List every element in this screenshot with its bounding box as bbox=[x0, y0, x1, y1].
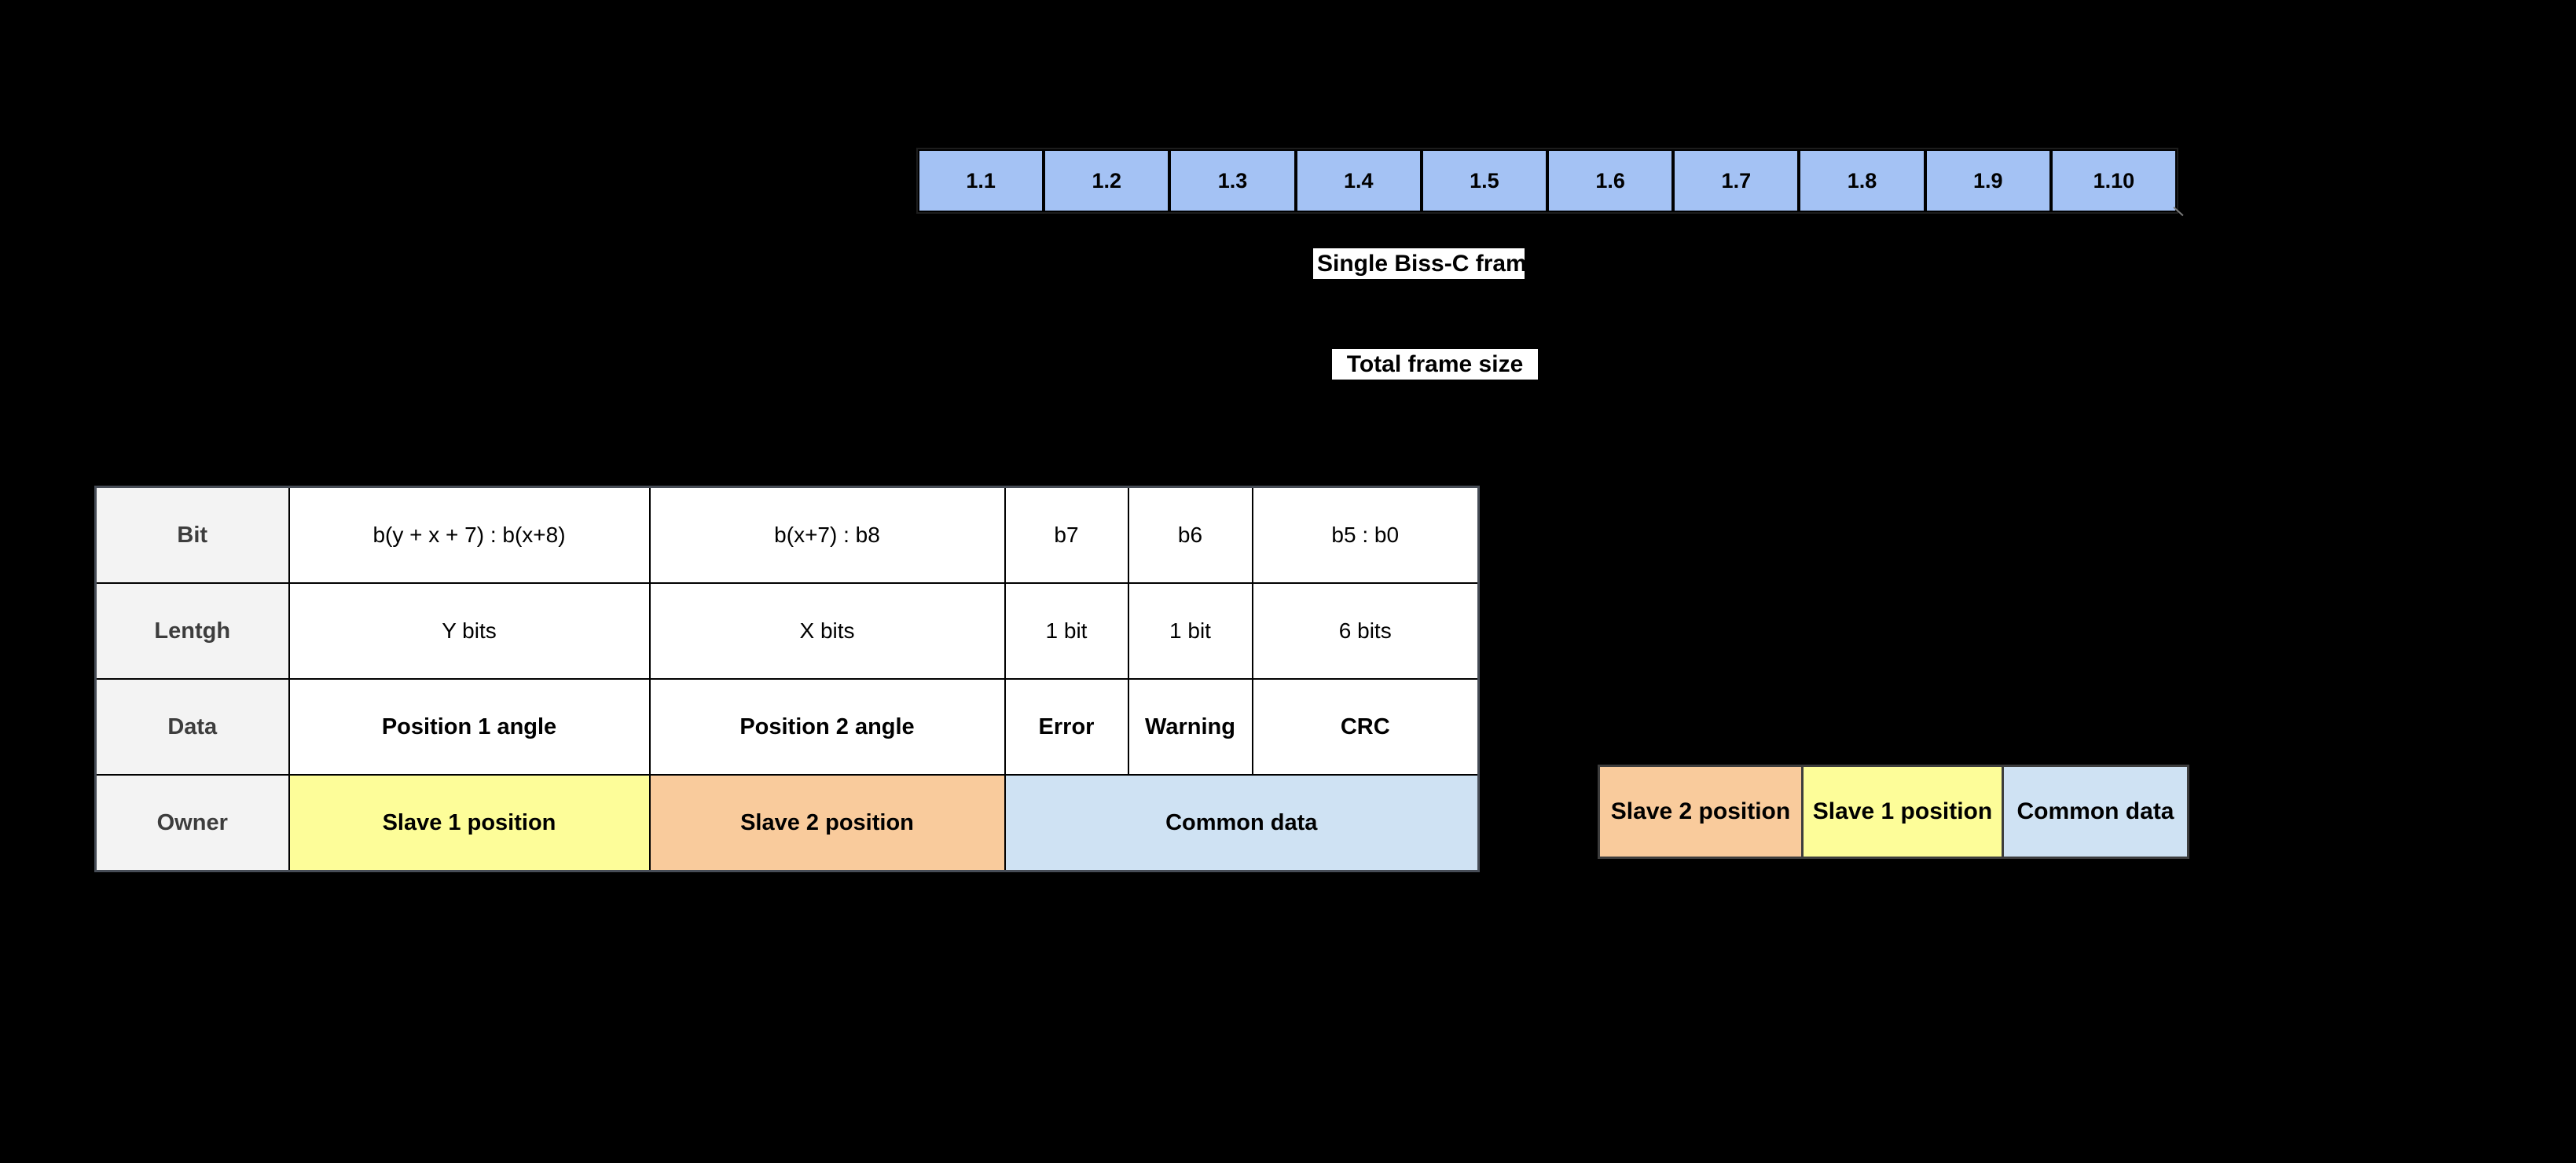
frame-cell-1-9: 1.9 bbox=[1925, 149, 2051, 212]
cell-length-pos2: X bits bbox=[648, 582, 1006, 680]
legend-common-data: Common data bbox=[2002, 765, 2189, 859]
owner-legend: Slave 2 position Slave 1 position Common… bbox=[1598, 765, 2189, 859]
cell-bit-error: b7 bbox=[1004, 486, 1129, 584]
total-frame-size-label: Total frame size bbox=[1332, 349, 1538, 380]
legend-slave1-position: Slave 1 position bbox=[1801, 765, 2004, 859]
table-row-length: Lentgh Y bits X bits 1 bit 1 bit 6 bits bbox=[94, 582, 1480, 680]
cell-data-warning: Warning bbox=[1127, 678, 1253, 776]
cell-bit-warning: b6 bbox=[1127, 486, 1253, 584]
frame-cell-1-3: 1.3 bbox=[1169, 149, 1296, 212]
biss-frame-row: 1.1 1.2 1.3 1.4 1.5 1.6 1.7 1.8 1.9 1.10 bbox=[916, 148, 2178, 214]
row-header-data: Data bbox=[94, 678, 290, 776]
cell-owner-slave2: Slave 2 position bbox=[648, 774, 1006, 872]
table-row-bit: Bit b(y + x + 7) : b(x+8) b(x+7) : b8 b7… bbox=[94, 486, 1480, 584]
frame-cell-1-8: 1.8 bbox=[1799, 149, 1925, 212]
cell-data-error: Error bbox=[1004, 678, 1129, 776]
table-row-owner: Owner Slave 1 position Slave 2 position … bbox=[94, 774, 1480, 872]
frame-cell-1-5: 1.5 bbox=[1421, 149, 1548, 212]
frame-cell-1-4: 1.4 bbox=[1295, 149, 1422, 212]
cell-data-crc: CRC bbox=[1251, 678, 1480, 776]
cell-bit-pos1: b(y + x + 7) : b(x+8) bbox=[288, 486, 651, 584]
cell-length-error: 1 bit bbox=[1004, 582, 1129, 680]
cell-length-crc: 6 bits bbox=[1251, 582, 1480, 680]
frame-cell-1-1: 1.1 bbox=[918, 149, 1044, 212]
frame-cell-1-6: 1.6 bbox=[1547, 149, 1674, 212]
cell-bit-crc: b5 : b0 bbox=[1251, 486, 1480, 584]
frame-cell-1-2: 1.2 bbox=[1044, 149, 1170, 212]
row-header-length: Lentgh bbox=[94, 582, 290, 680]
frame-cell-1-7: 1.7 bbox=[1673, 149, 1800, 212]
cell-length-pos1: Y bits bbox=[288, 582, 651, 680]
cell-data-pos2: Position 2 angle bbox=[648, 678, 1006, 776]
single-frame-label: Single Biss-C frame bbox=[1313, 248, 1525, 279]
row-header-owner: Owner bbox=[94, 774, 290, 872]
frame-structure-table: Bit b(y + x + 7) : b(x+8) b(x+7) : b8 b7… bbox=[94, 486, 1480, 872]
cell-bit-pos2: b(x+7) : b8 bbox=[648, 486, 1006, 584]
table-row-data: Data Position 1 angle Position 2 angle E… bbox=[94, 678, 1480, 776]
cell-owner-slave1: Slave 1 position bbox=[288, 774, 651, 872]
row-header-bit: Bit bbox=[94, 486, 290, 584]
cell-owner-common: Common data bbox=[1004, 774, 1480, 872]
cell-data-pos1: Position 1 angle bbox=[288, 678, 651, 776]
legend-slave2-position: Slave 2 position bbox=[1598, 765, 1804, 859]
frame-cell-1-10: 1.10 bbox=[2050, 149, 2178, 212]
cell-length-warning: 1 bit bbox=[1127, 582, 1253, 680]
